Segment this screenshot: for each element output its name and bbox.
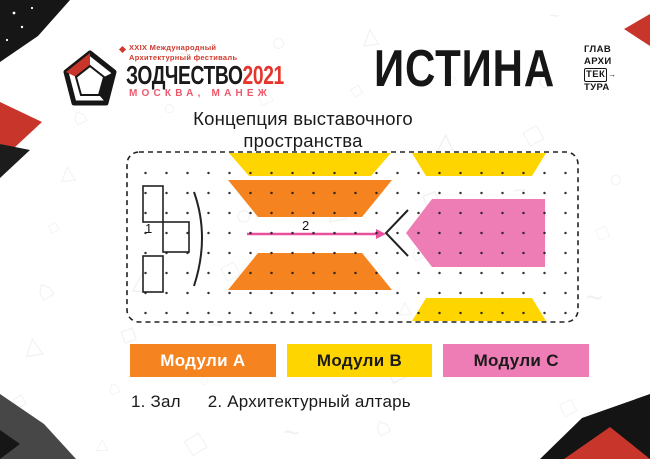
stage-upper-block <box>142 185 164 223</box>
corner-red-triangle-bottom-right <box>564 427 650 459</box>
module-b-top-right <box>412 153 546 176</box>
doodle-sketch: ⌂ <box>28 271 60 308</box>
glavarchitectura-logo: ГЛАВ АРХИ ТЕК→ ТУРА <box>584 44 617 94</box>
page-title: ИСТИНА <box>374 39 556 98</box>
festival-logo-word: ЗОДЧЕСТВО <box>126 60 243 90</box>
floor-plan <box>126 151 579 323</box>
module-a-bottom <box>228 253 392 290</box>
module-c-block <box>406 199 545 267</box>
legend: Модули A Модули B Модули C <box>130 344 590 377</box>
doodle-sketch: □ <box>555 392 580 422</box>
doodle-sketch: ○ <box>604 164 629 194</box>
module-a-top <box>228 180 392 217</box>
legend-modules-b: Модули B <box>286 344 433 377</box>
corner-shard-bottom-right <box>540 394 650 459</box>
red-diamond-icon <box>118 45 127 54</box>
doodle-sketch: ~ <box>585 280 604 315</box>
caption-hall: 1. Зал <box>131 392 181 411</box>
stage-lower-block <box>142 255 164 293</box>
hall-outline <box>126 151 579 323</box>
concept-subtitle: Концепция выставочного пространства <box>193 108 413 151</box>
doodle-sketch: □ <box>593 221 612 246</box>
altar-axis-arrowhead <box>376 229 386 239</box>
festival-logo-city: МОСКВА, МАНЕЖ <box>129 88 272 99</box>
plan-label-altar: 2 <box>302 218 310 233</box>
left-red-shard <box>0 102 42 148</box>
doodle-sketch: ~ <box>282 416 301 450</box>
corner-shard-bottom-left-dark <box>0 430 20 459</box>
festival-subtitle-line1: XXIX Международный <box>129 43 217 52</box>
festival-subtitle: XXIX Международный Архитектурный фестива… <box>129 43 237 63</box>
plan-label-hall: 1 <box>145 221 153 236</box>
left-black-shard <box>0 144 30 178</box>
stage-curve <box>193 191 203 287</box>
glavarch-line3: ТЕК→ <box>584 67 617 82</box>
right-red-triangle <box>624 14 650 46</box>
doodle-sketch: △ <box>22 330 45 361</box>
corner-shard-top-left <box>0 0 70 62</box>
glavarch-line2: АРХИ <box>584 55 612 67</box>
doodle-sketch: △ <box>95 435 109 454</box>
festival-subtitle-line2: Архитектурный фестиваль <box>129 52 238 62</box>
chevron-left-icon <box>384 209 409 257</box>
stage-center-block <box>162 221 190 253</box>
doodle-sketch: ◇ <box>45 217 63 238</box>
glavarch-line4: ТУРА <box>584 81 610 93</box>
star-sparkle <box>12 11 16 15</box>
legend-modules-c: Модули C <box>443 344 590 377</box>
module-b-bottom-right <box>412 298 546 321</box>
glavarch-line1: ГЛАВ <box>584 44 612 55</box>
caption-altar: 2. Архитектурный алтарь <box>207 392 411 411</box>
doodle-sketch: ⌂ <box>103 375 124 401</box>
zodchestvo-logo-icon <box>63 50 117 106</box>
doodle-sketch: ⌂ <box>367 409 396 443</box>
corner-shard-bottom-left <box>0 394 76 459</box>
doodle-sketch: ○ <box>266 27 292 59</box>
festival-logo-year: 2021 <box>242 60 285 90</box>
doodle-sketch: ⌂ <box>0 0 14 19</box>
festival-logo-title: ЗОДЧЕСТВО2021 <box>126 60 284 91</box>
legend-modules-a: Модули A <box>130 344 276 377</box>
glavarch-arrow-icon: → <box>608 69 617 79</box>
star-sparkle <box>20 25 24 29</box>
plan-caption: 1. Зал 2. Архитектурный алтарь <box>131 392 438 412</box>
doodle-sketch: △ <box>59 161 77 185</box>
module-b-top-left <box>229 153 391 176</box>
star-sparkle <box>5 38 9 42</box>
doodle-sketch: ◇ <box>347 78 367 102</box>
doodle-sketch: □ <box>179 425 212 459</box>
doodle-sketch: ◇ <box>9 388 30 414</box>
star-sparkle <box>30 6 34 10</box>
doodle-sketch: ~ <box>548 5 561 28</box>
